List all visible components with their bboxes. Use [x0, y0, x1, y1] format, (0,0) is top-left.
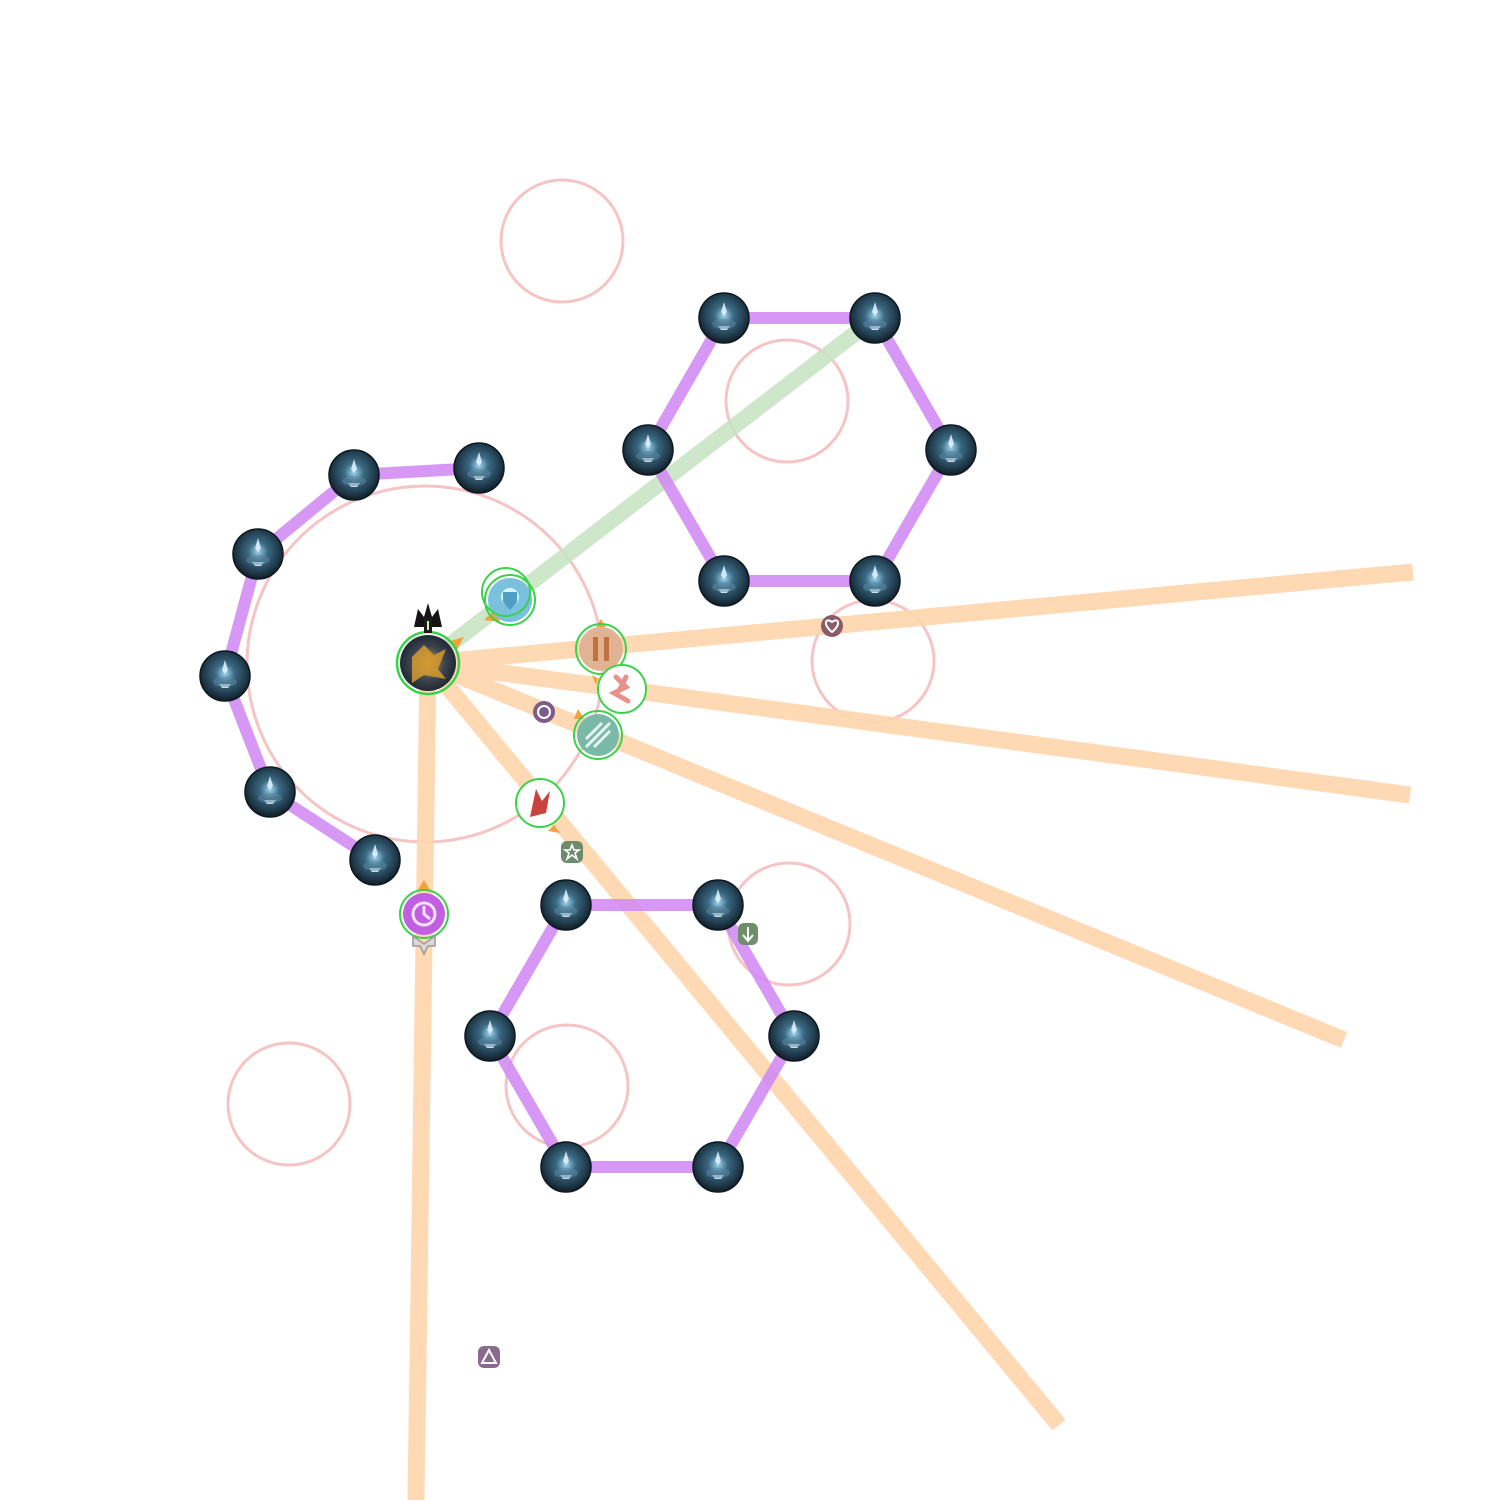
tower-orb-icon: [560, 889, 572, 917]
tower-orb: [464, 1010, 516, 1062]
tower-orb-icon: [712, 889, 724, 917]
waymark-arrow-down: [738, 923, 758, 945]
tower-orb-icon: [869, 302, 881, 330]
tower-orb-icon: [642, 434, 654, 462]
player-sage[interactable]: [573, 709, 623, 760]
tower-orb: [925, 424, 977, 476]
tower-orb-icon: [945, 434, 957, 462]
boss-facing-marker: [450, 637, 464, 651]
tower-orb: [698, 555, 750, 607]
beam-east-lower: [426, 654, 1412, 804]
tower-orb-icon: [473, 452, 485, 480]
tower-orb: [692, 1141, 744, 1193]
tower-orb: [328, 449, 380, 501]
tower-orb-icon: [788, 1020, 800, 1048]
tower-orb: [453, 442, 505, 494]
red-mage-job-icon: [530, 789, 550, 817]
waymark-circle: [533, 701, 555, 723]
player-machinist[interactable]: [575, 619, 627, 675]
paladin-job-icon: [503, 592, 517, 610]
tower-orb-icon: [712, 1151, 724, 1179]
astrologian-job-icon: [411, 901, 437, 927]
boss[interactable]: [395, 603, 464, 696]
tower-orb: [622, 424, 674, 476]
waymark-star: [561, 841, 583, 863]
waymark-triangle: [478, 1346, 500, 1368]
arrow-down-marker-icon: [742, 927, 754, 943]
player-astrologian[interactable]: [399, 880, 449, 956]
dancer-job-icon: [608, 674, 631, 704]
player-paladin-shadow: [481, 567, 531, 617]
tower-orb: [849, 292, 901, 344]
triangle-marker-icon: [480, 1347, 498, 1364]
aoe-circle-southwest: [226, 1041, 352, 1167]
tower-orb: [232, 528, 284, 580]
tower-orb-icon: [484, 1020, 496, 1048]
heart-marker-icon: [825, 619, 839, 634]
tower-orb: [849, 555, 901, 607]
player-red-mage[interactable]: [515, 778, 565, 833]
down-arrow-marker: [412, 934, 436, 956]
tower-orb: [768, 1010, 820, 1062]
tower-orbs: [199, 292, 977, 1193]
tower-orb: [244, 766, 296, 818]
sage-job-icon: [584, 721, 612, 749]
tower-orb: [692, 879, 744, 931]
aoe-circle-top-hex-center: [724, 338, 850, 464]
tower-orb-icon: [369, 844, 381, 872]
tower-orb-icon: [869, 565, 881, 593]
machinist-job-icon: [593, 637, 609, 661]
cone-beams: [407, 563, 1414, 1500]
tower-orb-icon: [718, 302, 730, 330]
beam-south: [407, 662, 437, 1500]
player-dancer[interactable]: [592, 664, 647, 714]
boss-icon: [414, 603, 442, 633]
tower-orb-icon: [264, 776, 276, 804]
tower-orb-icon: [718, 565, 730, 593]
tower-orb: [349, 834, 401, 886]
tower-orb-icon: [348, 459, 360, 487]
star-marker-icon: [562, 842, 582, 862]
tower-orb: [540, 1141, 592, 1193]
tower-orb-icon: [219, 660, 231, 688]
waymark-heart: [821, 615, 843, 637]
aoe-circles: [226, 178, 936, 1167]
tower-orb: [199, 650, 251, 702]
tower-orb: [698, 292, 750, 344]
tower-orb: [540, 879, 592, 931]
tower-orb-icon: [252, 538, 264, 566]
aoe-circle-north: [499, 178, 625, 304]
tower-orb-icon: [560, 1151, 572, 1179]
circle-marker-icon: [537, 705, 551, 719]
